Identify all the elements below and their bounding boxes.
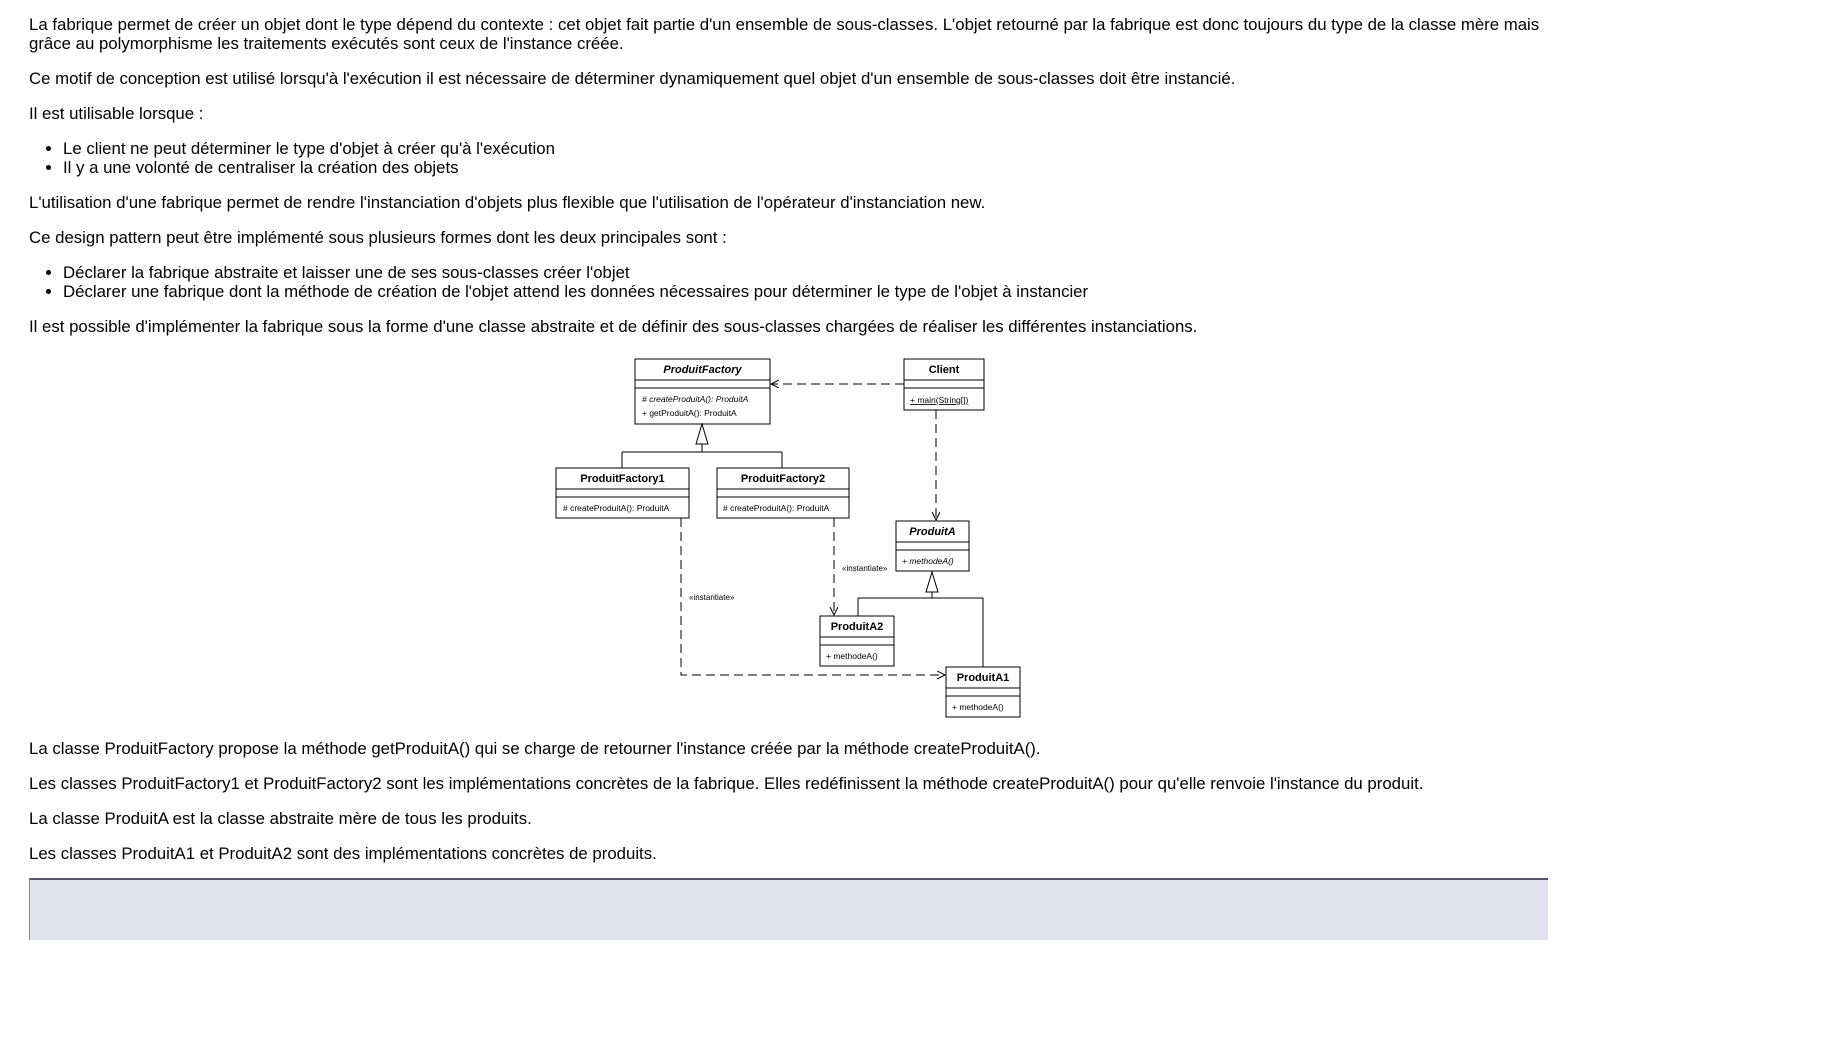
- method-signature: + methodeA(): [902, 556, 954, 566]
- stereotype-label: «instantiate»: [842, 564, 888, 573]
- intro-paragraph-usage: Ce motif de conception est utilisé lorsq…: [29, 69, 1236, 88]
- explanation-paragraph-concrete-factories: Les classes ProduitFactory1 et ProduitFa…: [29, 774, 1424, 793]
- method-signature: + main(String[]): [910, 395, 969, 405]
- class-name: ProduitFactory: [663, 364, 742, 376]
- class-name: ProduitA1: [957, 672, 1010, 684]
- uml-class-diagram: ProduitFactory # createProduitA(): Produ…: [555, 358, 1025, 723]
- list-item: Le client ne peut déterminer le type d'o…: [63, 139, 1547, 158]
- class-client: Client + main(String[]): [903, 358, 985, 411]
- class-produit-factory1: ProduitFactory1 # createProduitA(): Prod…: [555, 467, 690, 519]
- class-name: ProduitFactory1: [580, 473, 664, 485]
- class-produit-factory2: ProduitFactory2 # createProduitA(): Prod…: [716, 467, 850, 519]
- method-signature: + getProduitA(): ProduitA: [642, 408, 737, 418]
- instantiate-factory1-a1: «instantiate»: [680, 518, 945, 675]
- article-explanation: La classe ProduitFactory propose la méth…: [29, 739, 1547, 879]
- intro-paragraph-definition: La fabrique permet de créer un objet don…: [29, 15, 1540, 53]
- forms-list: Déclarer la fabrique abstraite et laisse…: [29, 263, 1547, 301]
- explanation-paragraph-abstract-product: La classe ProduitA est la classe abstrai…: [29, 809, 532, 828]
- class-produit-a1: ProduitA1 + methodeA(): [945, 666, 1021, 718]
- class-name: ProduitFactory2: [741, 473, 825, 485]
- list-item: Déclarer la fabrique abstraite et laisse…: [63, 263, 1547, 282]
- instantiate-factory2-a2: «instantiate»: [834, 518, 888, 615]
- class-produit-a2: ProduitA2 + methodeA(): [819, 615, 895, 667]
- stereotype-label: «instantiate»: [689, 593, 735, 602]
- method-signature: + methodeA(): [952, 702, 1004, 712]
- list-item: Il y a une volonté de centraliser la cré…: [63, 158, 1547, 177]
- list-item: Déclarer une fabrique dont la méthode de…: [63, 282, 1547, 301]
- class-name: Client: [929, 364, 960, 376]
- inheritance-factories: [621, 422, 783, 468]
- article-intro: La fabrique permet de créer un objet don…: [29, 15, 1547, 352]
- conditions-list: Le client ne peut déterminer le type d'o…: [29, 139, 1547, 177]
- method-signature: # createProduitA(): ProduitA: [642, 394, 749, 404]
- method-signature: + methodeA(): [826, 651, 878, 661]
- inheritance-products: [857, 570, 984, 667]
- intro-paragraph-conditions: Il est utilisable lorsque :: [29, 104, 204, 123]
- class-name: ProduitA: [909, 526, 955, 538]
- method-signature: # createProduitA(): ProduitA: [563, 503, 670, 513]
- explanation-paragraph-concrete-products: Les classes ProduitA1 et ProduitA2 sont …: [29, 844, 657, 863]
- code-block: [29, 878, 1548, 940]
- method-signature: # createProduitA(): ProduitA: [723, 503, 830, 513]
- class-produit-a: ProduitA + methodeA(): [895, 520, 970, 572]
- intro-paragraph-forms: Ce design pattern peut être implémenté s…: [29, 228, 727, 247]
- explanation-paragraph-factory: La classe ProduitFactory propose la méth…: [29, 739, 1041, 758]
- intro-paragraph-flexibility: L'utilisation d'une fabrique permet de r…: [29, 193, 986, 212]
- class-name: ProduitA2: [831, 621, 884, 633]
- intro-paragraph-implementation: Il est possible d'implémenter la fabriqu…: [29, 317, 1198, 336]
- class-produit-factory: ProduitFactory # createProduitA(): Produ…: [634, 358, 771, 425]
